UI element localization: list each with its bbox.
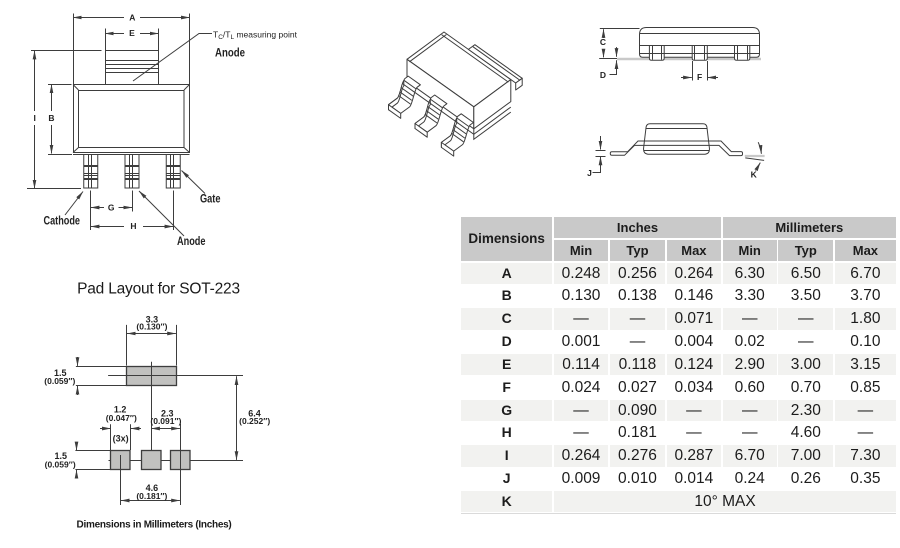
- svg-text:4.6: 4.6: [146, 483, 159, 493]
- svg-text:B: B: [48, 113, 54, 123]
- svg-text:I: I: [34, 113, 36, 123]
- svg-text:(0.091″): (0.091″): [150, 416, 181, 426]
- svg-text:(3x): (3x): [113, 434, 129, 444]
- svg-text:G: G: [108, 202, 115, 212]
- svg-text:(0.059″): (0.059″): [45, 459, 76, 469]
- svg-text:1.2: 1.2: [114, 405, 127, 415]
- svg-text:D: D: [600, 70, 606, 80]
- svg-text:(0.181″): (0.181″): [136, 491, 167, 501]
- svg-text:3.3: 3.3: [146, 315, 159, 325]
- svg-text:Cathode: Cathode: [44, 216, 81, 228]
- svg-text:K: K: [751, 170, 758, 180]
- svg-text:H: H: [130, 221, 136, 231]
- svg-text:1.5: 1.5: [55, 451, 68, 461]
- svg-text:2.3: 2.3: [161, 408, 174, 418]
- svg-text:A: A: [129, 13, 135, 23]
- svg-text:Anode: Anode: [215, 48, 245, 60]
- svg-text:TC/TL measuring point: TC/TL measuring point: [213, 30, 298, 42]
- svg-text:(0.252″): (0.252″): [239, 416, 270, 426]
- svg-text:E: E: [129, 28, 135, 38]
- svg-text:Anode: Anode: [177, 236, 206, 248]
- svg-text:(0.130″): (0.130″): [136, 322, 167, 332]
- svg-text:Dimensions in Millimeters (Inc: Dimensions in Millimeters (Inches): [77, 520, 232, 531]
- svg-text:1.5: 1.5: [54, 368, 67, 378]
- svg-text:6.4: 6.4: [248, 409, 261, 419]
- svg-text:C: C: [600, 37, 606, 47]
- svg-text:F: F: [697, 72, 702, 82]
- svg-text:J: J: [587, 168, 592, 178]
- svg-text:Pad Layout for SOT-223: Pad Layout for SOT-223: [77, 281, 240, 298]
- svg-text:(0.059″): (0.059″): [44, 376, 75, 386]
- svg-text:(0.047″): (0.047″): [106, 413, 137, 423]
- svg-text:Gate: Gate: [200, 194, 221, 206]
